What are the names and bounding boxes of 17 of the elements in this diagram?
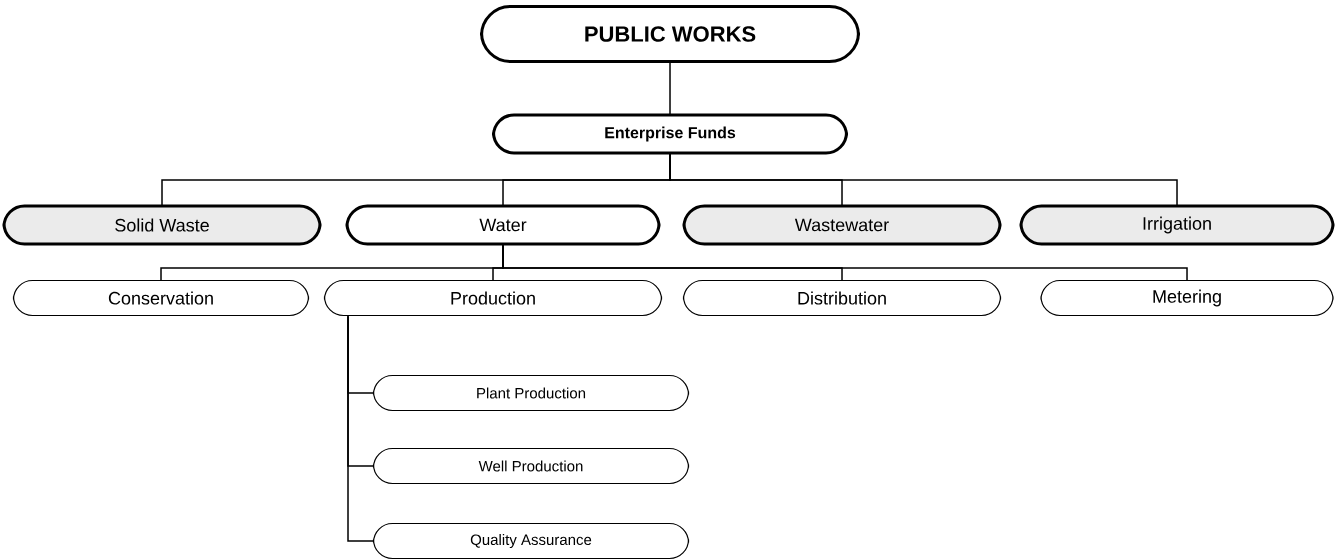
unit-box: Plant Production [372,374,690,412]
division-box: Solid Waste [2,204,322,246]
division-box: Wastewater [682,204,1002,246]
connector-line [669,153,1178,206]
unit-box: Quality Assurance [372,522,690,560]
fund-box: Enterprise Funds [492,113,848,155]
connector-line [669,62,671,115]
section-box: Production [323,279,663,317]
unit-box: Well Production [372,447,690,485]
section-box: Conservation [12,279,310,317]
division-box: Irrigation [1019,204,1335,246]
section-box: Distribution [682,279,1002,317]
department-box: PUBLIC WORKS [480,5,860,63]
section-box: Metering [1040,279,1334,317]
division-box: Water [345,204,661,246]
connector-line [502,244,1188,281]
connector-line [347,316,374,542]
